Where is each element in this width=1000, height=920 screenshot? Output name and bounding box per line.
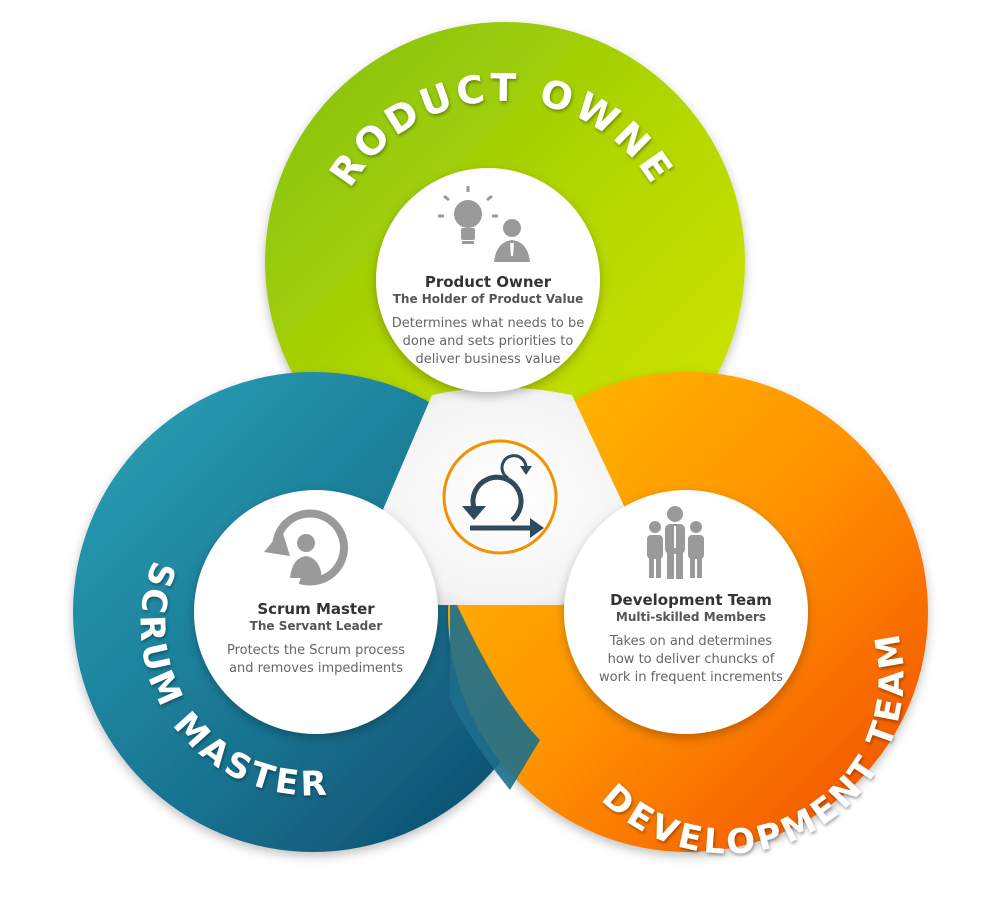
card-subtitle: Multi-skilled Members [615,610,767,624]
lightbulb-person-icon [438,186,530,262]
card-development-team: Development Team Multi-skilled Members T… [596,591,786,687]
card-scrum-master: Scrum Master The Servant Leader Protects… [226,600,406,678]
card-description: Protects the Scrum process and removes i… [226,643,406,676]
card-subtitle: The Holder of Product Value [392,292,584,306]
card-title: Scrum Master [257,600,375,618]
card-title: Product Owner [424,273,552,291]
card-description: Determines what needs to be done and set… [391,316,585,367]
cycle-person-icon [264,509,348,586]
ring-overlap [450,590,540,790]
center-area [370,387,640,605]
card-circle-development-team [564,490,808,734]
team-icon [647,506,704,579]
scrum-cycle-icon [442,439,558,555]
card-title: Development Team [610,591,772,609]
card-subtitle: The Servant Leader [249,619,383,633]
card-description: Takes on and determines how to deliver c… [599,634,783,685]
card-circle-scrum-master [194,490,438,734]
card-circle-product-owner [376,168,600,392]
card-product-owner: Product Owner The Holder of Product Valu… [388,273,588,369]
